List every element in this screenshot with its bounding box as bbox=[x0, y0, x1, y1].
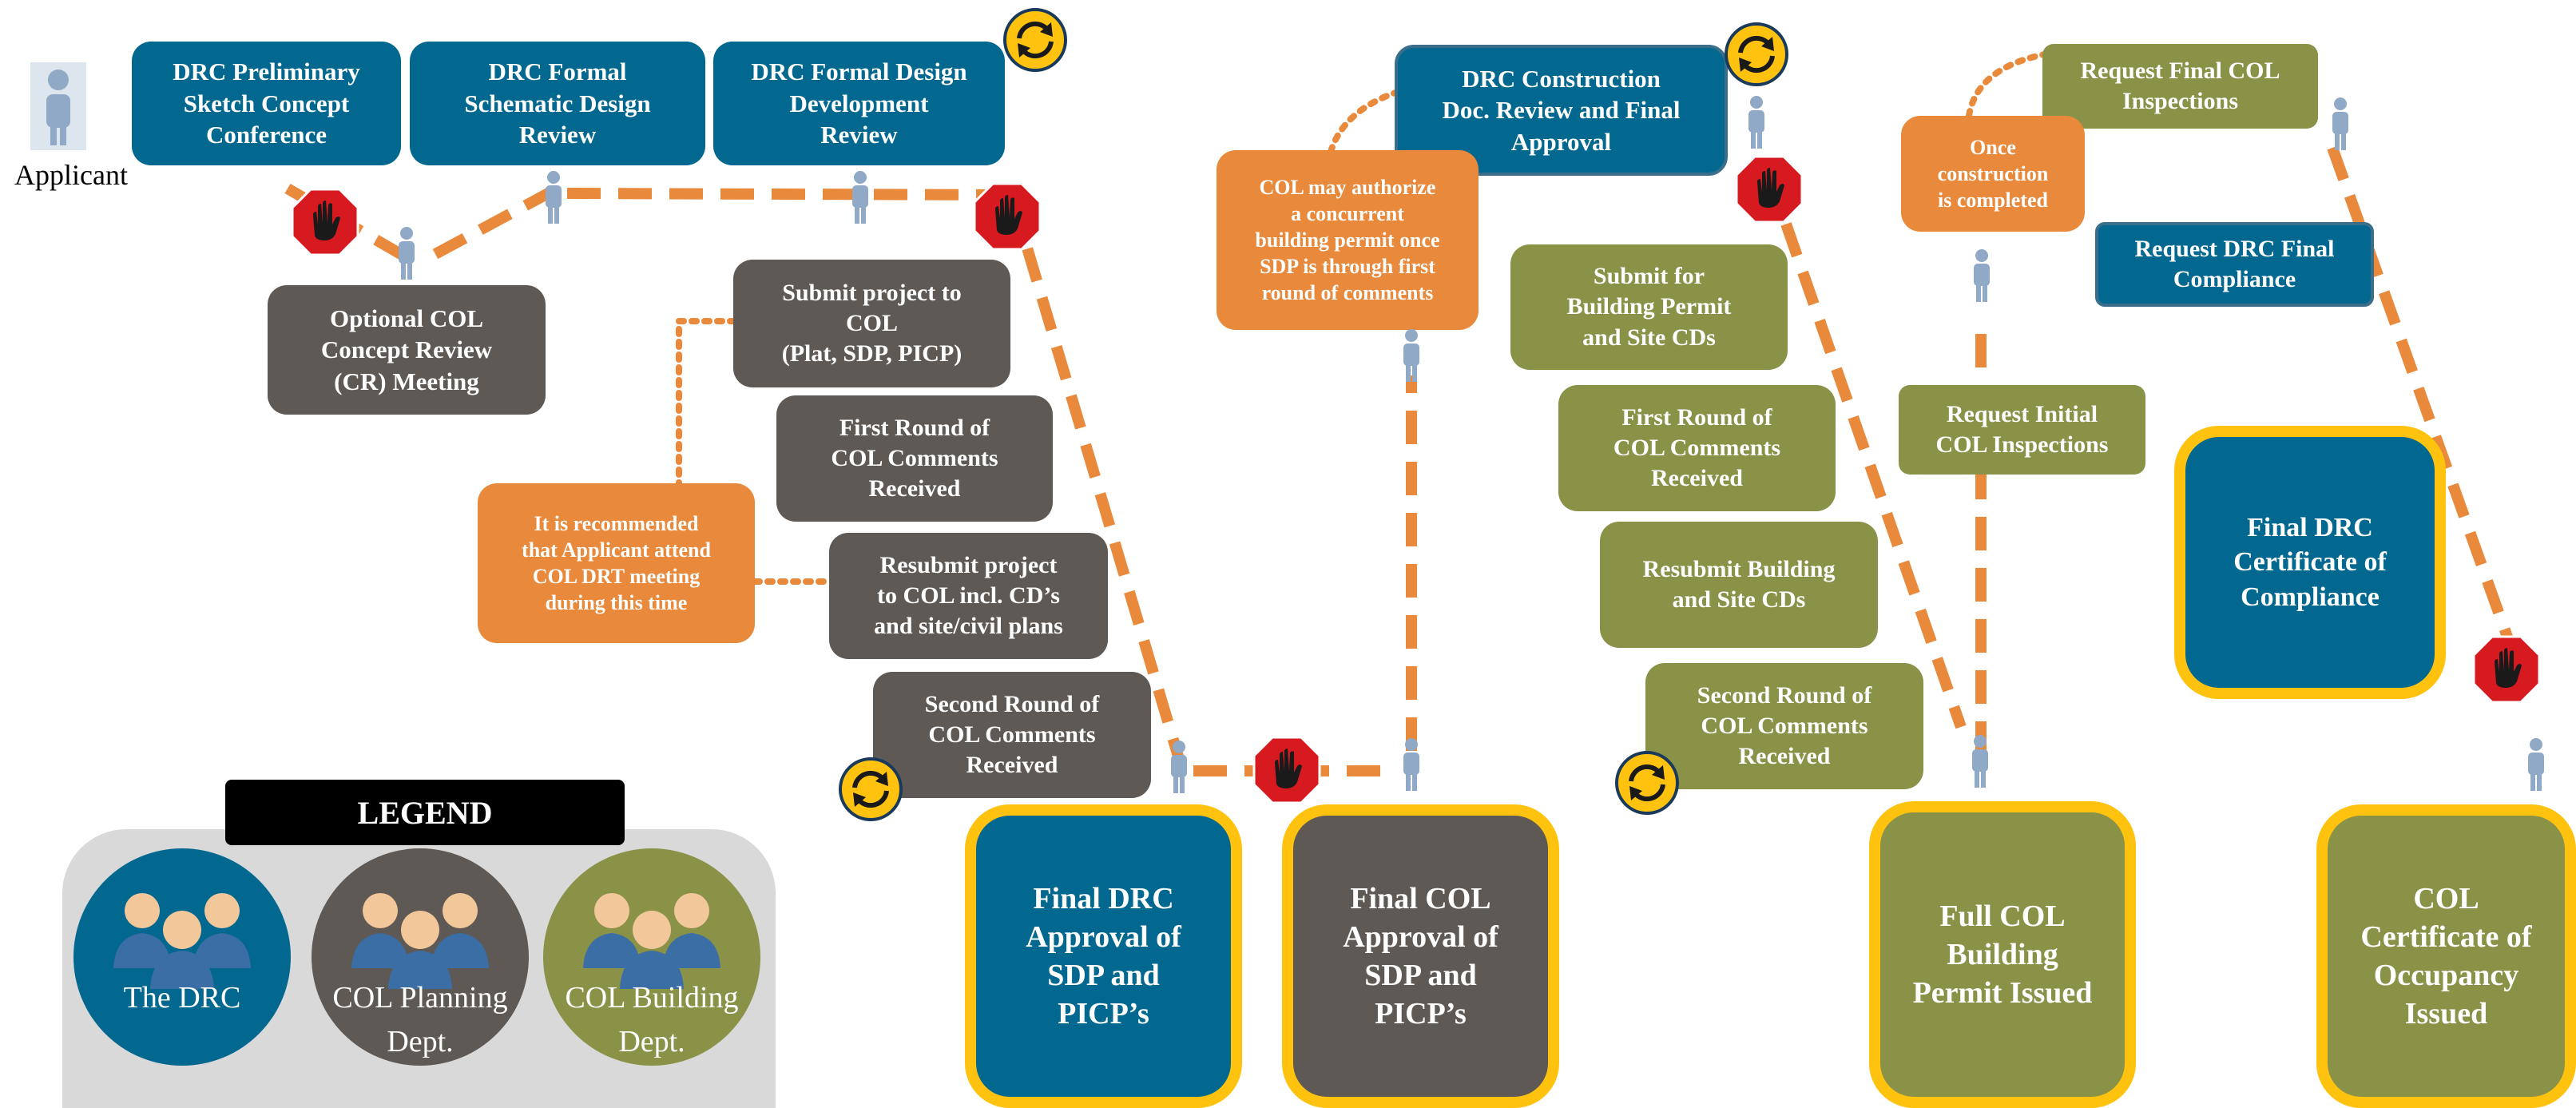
person-icon bbox=[1968, 248, 1995, 304]
submit-building-permit-step: Submit for Building Permit and Site CDs bbox=[1510, 244, 1788, 370]
group-people-icon bbox=[583, 893, 720, 989]
dotted-connector bbox=[676, 318, 738, 486]
col-certificate-occupancy-box: COL Certificate of Occupancy Issued bbox=[2316, 804, 2576, 1108]
second-round-building-comments-step: Second Round of COL Comments Received bbox=[1645, 663, 1923, 789]
legend-label-col-planning: COL Planning Dept. bbox=[332, 981, 508, 1059]
person-icon bbox=[2327, 96, 2354, 152]
person-icon bbox=[1743, 94, 1770, 150]
cycle-arrows-icon bbox=[1613, 749, 1681, 816]
once-construction-note: Once construction is completed bbox=[1901, 116, 2085, 232]
person-icon bbox=[2522, 737, 2550, 792]
request-drc-final-compliance-step: Request DRC Final Compliance bbox=[2095, 222, 2374, 307]
request-final-inspections-step: Request Final COL Inspections bbox=[2042, 44, 2318, 129]
first-round-building-comments-step: First Round of COL Comments Received bbox=[1558, 385, 1836, 511]
resubmit-project-col-step: Resubmit project to COL incl. CD’s and s… bbox=[829, 533, 1108, 659]
person-icon bbox=[393, 225, 420, 281]
connector-line bbox=[1007, 198, 1185, 761]
resubmit-building-step: Resubmit Building and Site CDs bbox=[1600, 522, 1878, 648]
final-col-approval-box: Final COL Approval of SDP and PICP’s bbox=[1282, 804, 1559, 1108]
legend-item-col-planning bbox=[312, 848, 529, 1066]
full-building-permit-box: Full COL Building Permit Issued bbox=[1869, 801, 2136, 1108]
legend-label-col-building: COL Building Dept. bbox=[565, 981, 739, 1059]
person-icon bbox=[1967, 733, 1994, 789]
cycle-arrows-icon bbox=[1723, 21, 1790, 88]
applicant-label: Applicant bbox=[14, 159, 128, 191]
stop-hand-icon bbox=[291, 188, 359, 256]
person-icon bbox=[1165, 739, 1193, 795]
person-icon bbox=[847, 169, 874, 225]
person-icon bbox=[30, 62, 86, 150]
drt-meeting-note: It is recommended that Applicant attend … bbox=[478, 483, 755, 643]
connector-line bbox=[2327, 145, 2514, 641]
stop-hand-icon bbox=[2472, 635, 2541, 704]
cycle-arrows-icon bbox=[1002, 6, 1069, 73]
drc-formal-design-development-step: DRC Formal Design Development Review bbox=[713, 42, 1005, 165]
group-people-icon bbox=[113, 893, 251, 989]
legend-label-drc: The DRC bbox=[123, 981, 241, 1015]
connector-line bbox=[1764, 173, 1967, 729]
request-initial-inspections-step: Request Initial COL Inspections bbox=[1899, 385, 2145, 475]
group-people-icon bbox=[351, 893, 489, 989]
final-drc-certificate-box: Final DRC Certificate of Compliance bbox=[2174, 426, 2446, 699]
final-drc-approval-box: Final DRC Approval of SDP and PICP’s bbox=[965, 804, 1242, 1108]
person-icon bbox=[1398, 737, 1425, 792]
stop-hand-icon bbox=[973, 182, 1042, 251]
optional-col-concept-review-step: Optional COL Concept Review (CR) Meeting bbox=[268, 285, 546, 415]
legend-title: LEGEND bbox=[225, 780, 625, 845]
first-round-comments-step: First Round of COL Comments Received bbox=[776, 395, 1053, 522]
person-icon bbox=[540, 169, 567, 225]
stop-hand-icon bbox=[1735, 155, 1804, 224]
concurrent-permit-note: COL may authorize a concurrent building … bbox=[1217, 150, 1479, 330]
cycle-arrows-icon bbox=[837, 756, 904, 823]
connector-line bbox=[432, 186, 554, 260]
stop-hand-icon bbox=[1252, 736, 1321, 804]
connector-line bbox=[566, 188, 1014, 201]
dotted-connector bbox=[1328, 89, 1401, 155]
second-round-comments-step: Second Round of COL Comments Received bbox=[873, 672, 1151, 798]
person-icon bbox=[1398, 328, 1425, 383]
drc-formal-schematic-step: DRC Formal Schematic Design Review bbox=[410, 42, 705, 165]
drc-preliminary-step: DRC Preliminary Sketch Concept Conferenc… bbox=[132, 42, 401, 165]
legend-item-drc bbox=[73, 848, 291, 1066]
dotted-connector bbox=[1966, 51, 2048, 119]
submit-project-col-step: Submit project to COL (Plat, SDP, PICP) bbox=[733, 260, 1010, 387]
legend-item-col-building bbox=[543, 848, 760, 1066]
